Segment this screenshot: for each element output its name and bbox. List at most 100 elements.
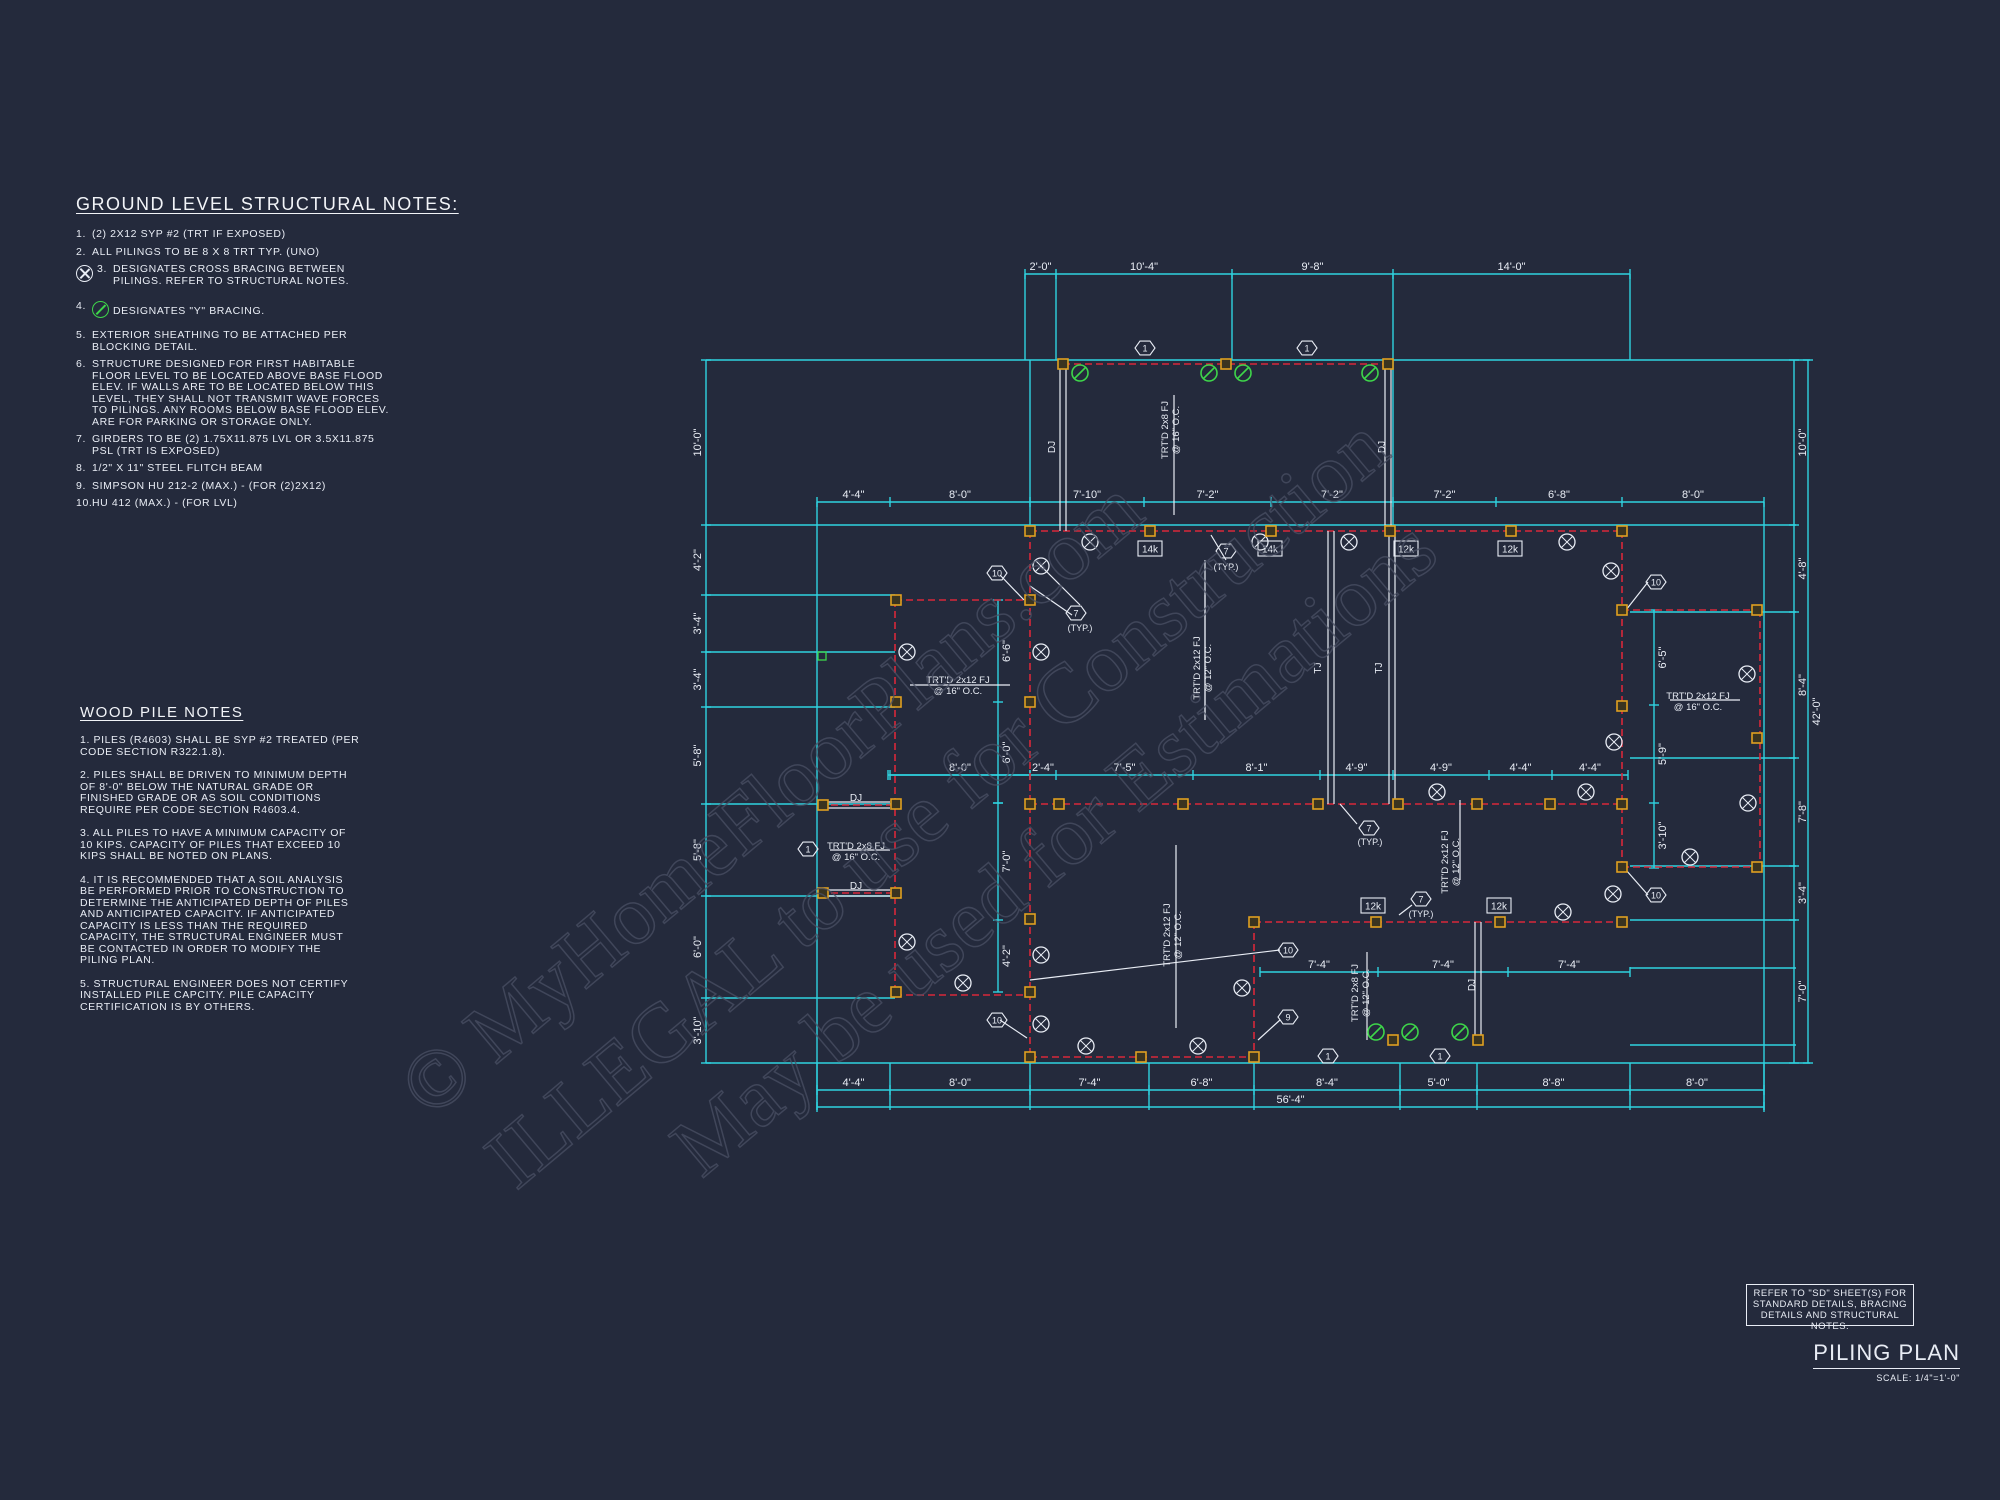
joist-label-text: TRT'D 2x12 FJ xyxy=(1162,903,1173,967)
note-text: DESIGNATES "Y" BRACING. xyxy=(113,305,265,317)
ground-notes-title: GROUND LEVEL STRUCTURAL NOTES: xyxy=(76,194,459,214)
note-number: 4. xyxy=(76,300,86,312)
joist-label-text: TRT'D 2x12 FJ xyxy=(1666,691,1730,702)
pile-note-item: 5. STRUCTURAL ENGINEER DOES NOT CERTIFY … xyxy=(80,977,349,1013)
dimension-text: 6'-0" xyxy=(1001,741,1013,763)
dimension-text: 7'-4" xyxy=(1079,1077,1101,1089)
hex-tag-text: 1 xyxy=(1437,1052,1442,1062)
note-number: 7. xyxy=(76,433,86,445)
note-text: 1/2" X 11" STEEL FLITCH BEAM xyxy=(92,462,263,474)
pile-icon xyxy=(1544,798,1556,810)
note-item: 8.1/2" X 11" STEEL FLITCH BEAM xyxy=(76,462,459,475)
pile-icon xyxy=(1312,798,1324,810)
pile-icon xyxy=(1024,913,1036,925)
leader-line xyxy=(1029,585,1073,616)
pile-icon xyxy=(890,594,902,606)
cross-bracing-icon xyxy=(1738,665,1756,683)
pile-icon xyxy=(1616,798,1628,810)
dimension-text: 5'-0" xyxy=(1428,1077,1450,1089)
note-item: 1.(2) 2x12 SYP #2 (TRT IF EXPOSED) xyxy=(76,228,459,241)
pile-note-item: 3. ALL PILES TO HAVE A MINIMUM CAPACITY … xyxy=(80,827,346,862)
y-bracing-icon xyxy=(1071,364,1089,382)
pile-icon xyxy=(1053,798,1065,810)
typ-label: (TYP.) xyxy=(1358,837,1383,847)
cross-bracing-icon xyxy=(1189,1037,1207,1055)
typ-label: (TYP.) xyxy=(1409,909,1434,919)
dimension-text: 4'-9" xyxy=(1346,762,1368,774)
y-bracing-icon xyxy=(1361,364,1379,382)
dimension-text: 8'-0" xyxy=(949,762,971,774)
capacity-tag-text: 14k xyxy=(1262,545,1279,556)
cross-bracing-symbol-icon xyxy=(76,265,93,282)
dimension-text: 8'-0" xyxy=(1682,489,1704,501)
pile-icon xyxy=(1616,916,1628,928)
dimension-text: 7'-4" xyxy=(1558,959,1580,971)
hex-tag-1: 1 xyxy=(1134,340,1156,356)
dimension-text: 9'-8" xyxy=(1302,261,1324,273)
hex-tag-7: 7 xyxy=(1215,543,1237,559)
hex-tag-text: 9 xyxy=(1285,1013,1290,1023)
pile-icon xyxy=(890,798,902,810)
capacity-tag-text: 14k xyxy=(1142,545,1159,556)
pile-icon xyxy=(1248,916,1260,928)
note-number: 2. xyxy=(76,245,86,258)
y-bracing-icon xyxy=(1401,1023,1419,1041)
dimension-labels: 2'-0"10'-4"9'-8"14'-0"4'-4"8'-0"7'-10"7'… xyxy=(692,261,1823,1106)
cross-bracing-icon xyxy=(1604,885,1622,903)
pile-icon xyxy=(1387,1034,1399,1046)
joist-label-text: TRT'D 2x12 FJ xyxy=(926,675,990,686)
joist-spacing-text: @ 12" O.C. xyxy=(1451,838,1462,886)
interior-lines xyxy=(822,364,1740,1041)
note-number: 9. xyxy=(76,479,86,492)
hex-tag-text: 10 xyxy=(992,1016,1002,1026)
title-block: PILING PLAN SCALE: 1/4"=1'-0" xyxy=(1800,1340,1960,1383)
note-text: EXTERIOR SHEATHING TO BE ATTACHED PER BL… xyxy=(92,329,348,353)
dimension-text: 7'-2" xyxy=(1321,489,1343,501)
cross-bracing-icon xyxy=(1032,643,1050,661)
leader-line xyxy=(999,574,1025,601)
y-bracing-icon xyxy=(1451,1023,1469,1041)
note-item: 10.HU 412 (MAX.) - (FOR LVL) xyxy=(76,497,459,510)
y-bracing-symbol-icon xyxy=(92,301,109,318)
typ-label: (TYP.) xyxy=(1214,562,1239,572)
dimension-text: 6'-6" xyxy=(1001,640,1013,662)
joist-label: TRT'D 2x12 FJ@ 12" O.C. xyxy=(1192,636,1214,700)
dimension-text: 5'-8" xyxy=(692,744,704,766)
dimension-text: 4'-2" xyxy=(1001,945,1013,967)
hex-tag-text: 10 xyxy=(1283,946,1293,956)
dj-label: DJ xyxy=(850,881,862,892)
joist-spacing-text: @ 16" O.C. xyxy=(934,686,982,697)
cross-bracing-icon xyxy=(1605,733,1623,751)
dimension-text: 4'-8" xyxy=(1797,557,1809,579)
dj-label: DJ xyxy=(1467,979,1478,991)
dimension-text: 8'-4" xyxy=(1316,1077,1338,1089)
dimension-text: 4'-9" xyxy=(1430,762,1452,774)
pile-note-item: 1. PILES (R4603) SHALL BE SYP #2 TREATED… xyxy=(80,734,360,758)
dimension-text: 3'-10" xyxy=(1657,821,1669,849)
joist-label: TRT'D 2x12 FJ@ 16" O.C. xyxy=(926,675,990,697)
pile-icon xyxy=(1024,594,1036,606)
dimension-text: 7'-0" xyxy=(1797,980,1809,1002)
y-bracing-icon xyxy=(1200,364,1218,382)
dimension-text: 4'-4" xyxy=(843,1077,865,1089)
note-item: 4. DESIGNATES "Y" BRACING. xyxy=(76,300,459,318)
capacity-tag: 14k xyxy=(1137,540,1163,557)
hex-tag-text: 10 xyxy=(992,569,1002,579)
hex-tag-text: 7 xyxy=(1073,609,1078,619)
tj-label: TJ xyxy=(1313,662,1324,673)
hex-tag-10: 10 xyxy=(1645,574,1667,590)
dimension-text: 10'-0" xyxy=(1797,428,1809,456)
leader-line xyxy=(1029,949,1281,981)
hex-tag-10: 10 xyxy=(1277,942,1299,958)
dimension-text: 14'-0" xyxy=(1497,261,1525,273)
pile-icon xyxy=(1024,986,1036,998)
cross-bracing-icon xyxy=(1081,533,1099,551)
dimension-text: 42'-0" xyxy=(1811,697,1823,725)
pile-marker-icon xyxy=(817,651,827,661)
bracing-symbols xyxy=(898,364,1757,1055)
hex-tag-text: 7 xyxy=(1366,824,1371,834)
pile-icon xyxy=(1616,604,1628,616)
pile-icon xyxy=(1382,358,1394,370)
cross-bracing-icon xyxy=(1681,848,1699,866)
hex-tag-7: 7 xyxy=(1358,820,1380,836)
